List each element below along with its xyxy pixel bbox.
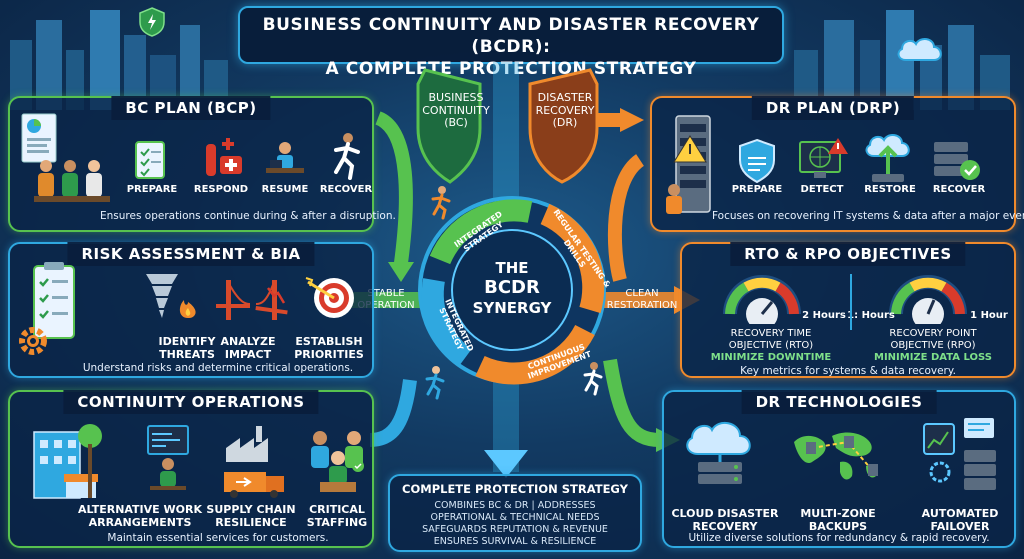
rto-gauge-icon [723,275,801,324]
bc-step-recover: RECOVER [319,184,373,195]
dr-shield-label: DISASTER RECOVERY (DR) [535,91,595,130]
rpo-goal: MINIMIZE DATA LOSS [874,352,992,363]
rto-rpo-title: RTO & RPO OBJECTIVES [730,242,966,266]
dr-plan-panel: DR PLAN (DRP) PREPARE DETECT RESTORE REC… [650,96,1024,232]
bc-step-respond: RESPOND [193,184,249,195]
dr-step-prepare: PREPARE [731,184,783,195]
dr-plan-caption: Focuses on recovering IT systems & data … [712,210,1024,222]
running-person-icon [334,133,360,180]
rto-rpo-panel: RTO & RPO OBJECTIVES 2 Hours 1: Hours 1 … [680,242,1016,378]
rto-value: 2 Hours [802,310,846,321]
continuity-ops-title: CONTINUITY OPERATIONS [63,390,319,414]
title-line-2: A COMPLETE PROTECTION STRATEGY [325,59,697,79]
rpo-gauge-icon [889,275,967,324]
page-title: BUSINESS CONTINUITY AND DISASTER RECOVER… [238,6,784,79]
bc-plan-title: BC PLAN (BCP) [111,96,271,120]
bc-step-prepare: PREPARE [126,184,178,195]
automated-failover-icon [923,418,996,490]
gear-icon [19,327,47,355]
risk-step-identify: IDENTIFY THREATS [158,335,216,361]
dr-step-detect: DETECT [800,184,844,195]
synergy-line-3: SYNERGY [472,299,552,317]
title-line-1: BUSINESS CONTINUITY AND DISASTER RECOVER… [262,15,760,57]
synergy-title: THE BCDR SYNERGY [462,258,562,318]
synergy-line-1: THE [495,259,529,277]
dr-step-recover: RECOVER [932,184,986,195]
risk-step-analyze: ANALYZE IMPACT [220,335,276,361]
ops-step-supply: SUPPLY CHAIN RESILIENCE [206,503,296,529]
remote-work-laptop-icon [147,425,189,490]
target-priority-icon [305,277,354,318]
office-building-icon [33,424,102,499]
dr-tech-caption: Utilize diverse solutions for redundancy… [688,532,990,544]
bc-plan-caption: Ensures operations continue during & aft… [100,210,396,222]
security-shield-icon [139,7,165,37]
rpo-left-value: 1: Hours [847,310,895,321]
server-rack-icon [666,115,711,214]
synergy-line-2: BCDR [484,277,540,298]
team-people-icon [34,160,110,202]
tech-step-cloud: CLOUD DISASTER RECOVERY [671,507,779,533]
ops-step-staffing: CRITICAL STAFFING [306,503,368,529]
complete-line-3: SAFEGUARDS REPUTATION & REVENUE [422,524,608,535]
complete-line-1: COMBINES BC & DR | ADDRESSES [434,500,596,511]
world-map-backup-icon [794,432,878,480]
tornado-fire-icon [146,274,196,318]
dr-tech-title: DR TECHNOLOGIES [741,390,937,414]
complete-line-4: ENSURES SURVIVAL & RESILIENCE [433,536,597,547]
dr-step-restore: RESTORE [864,184,916,195]
rpo-label: RECOVERY POINT OBJECTIVE (RPO) [889,328,977,351]
checklist-icon [135,141,165,179]
staff-people-icon [311,431,364,492]
tech-step-multizone: MULTI-ZONE BACKUPS [800,507,876,533]
complete-strategy-panel: COMPLETE PROTECTION STRATEGY COMBINES BC… [388,474,642,552]
monitor-detect-icon [799,138,848,178]
risk-assessment-title: RISK ASSESSMENT & BIA [67,242,315,266]
rto-goal: MINIMIZE DOWNTIME [710,352,832,363]
complete-strategy-title: COMPLETE PROTECTION STRATEGY [402,482,628,496]
document-chart-icon [21,113,57,163]
risk-step-establish: ESTABLISH PRIORITIES [294,335,364,361]
rto-rpo-caption: Key metrics for systems & data recovery. [740,365,956,377]
clipboard-checklist-icon [33,262,75,339]
rto-rpo-divider [850,274,852,330]
running-person-icon [431,186,451,220]
risk-caption: Understand risks and determine critical … [82,362,354,374]
risk-assessment-panel: RISK ASSESSMENT & BIA IDENTIFY THREATS A… [8,242,374,378]
ops-step-alternative: ALTERNATIVE WORK ARRANGEMENTS [78,503,202,529]
rpo-right-value: 1 Hour [970,310,1008,321]
rto-label: RECOVERY TIME OBJECTIVE (RTO) [728,328,814,351]
complete-line-2: OPERATIONAL & TECHNICAL NEEDS [430,512,600,523]
clean-restoration-label: CLEAN RESTORATION [606,288,678,311]
bc-step-resume: RESUME [261,184,309,195]
running-person-icon [425,366,445,400]
shield-protect-icon [739,138,775,184]
server-recover-icon [934,142,980,180]
dr-plan-title: DR PLAN (DRP) [751,96,915,120]
cloud-restore-icon [865,134,910,182]
dr-tech-panel: DR TECHNOLOGIES CLOUD DISASTER RECOVERY … [662,390,1016,548]
continuity-ops-panel: CONTINUITY OPERATIONS ALTERNATIVE WORK A… [8,390,374,548]
cloud-recovery-icon [686,421,751,484]
bc-plan-panel: BC PLAN (BCP) PREPARE RESPOND RESUME REC… [8,96,396,232]
running-person-icon [583,362,603,396]
tech-step-failover: AUTOMATED FAILOVER [921,507,999,533]
factory-truck-icon [224,426,284,498]
broken-bridge-icon [216,280,288,320]
desk-worker-icon [266,142,304,173]
stable-operation-label: STABLE OPERATION [357,288,415,311]
first-aid-extinguisher-icon [206,138,242,176]
bc-shield-label: BUSINESS CONTINUITY (BC) [422,91,490,130]
cloud-network-icon [897,38,942,61]
continuity-ops-caption: Maintain essential services for customer… [107,532,329,544]
